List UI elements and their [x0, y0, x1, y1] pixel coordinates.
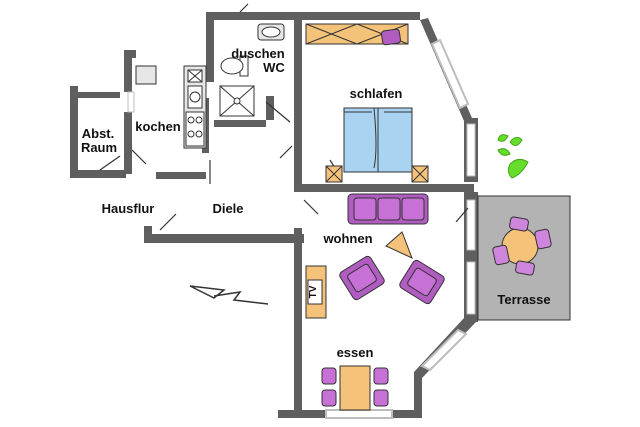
bedroom-chair	[381, 28, 401, 46]
terrace	[477, 195, 571, 321]
room-label-abst: Abst.	[82, 126, 115, 141]
room-label-terrasse: Terrasse	[497, 292, 550, 307]
armchair-right	[399, 259, 445, 305]
room-label-kochen: kochen	[135, 119, 181, 134]
room-label-duschen: duschen	[231, 46, 285, 61]
stove-icon	[185, 111, 205, 147]
sink-icon	[257, 23, 285, 41]
room-label-hausflur: Hausflur	[102, 201, 155, 216]
tv-icon: TV	[305, 265, 327, 319]
dining-table	[321, 365, 389, 411]
tv-label: TV	[308, 285, 319, 298]
room-label-wohnen: wohnen	[322, 231, 372, 246]
bed	[325, 107, 429, 183]
room-label-diele: Diele	[212, 201, 243, 216]
armchair-left	[339, 255, 385, 301]
doors	[99, 3, 469, 231]
north-arrow-icon	[189, 285, 269, 305]
bay-window	[127, 18, 478, 419]
room-label-wc: WC	[263, 60, 285, 75]
toilet-icon	[220, 55, 249, 77]
shower-icon	[219, 85, 255, 117]
sofa	[347, 193, 429, 225]
room-label-essen: essen	[337, 345, 374, 360]
plant-icon	[497, 134, 529, 179]
coffee-table	[385, 231, 413, 259]
room-label-raum: Raum	[81, 140, 117, 155]
room-label-schlafen: schlafen	[350, 86, 403, 101]
